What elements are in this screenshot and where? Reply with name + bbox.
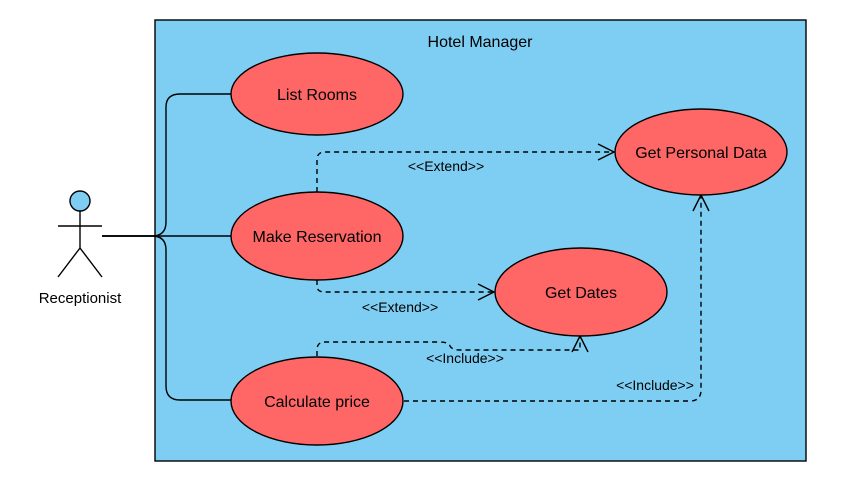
use-case-calculate-price-shape (230, 356, 404, 446)
actor-receptionist[interactable]: Receptionist (39, 190, 122, 307)
label-include-dates: <<Include>> (426, 350, 504, 366)
actor-leg-left (57, 247, 81, 278)
actor-label: Receptionist (39, 290, 122, 307)
include-line-dates (316, 336, 581, 356)
association-list-rooms (102, 93, 233, 237)
actor-leg-right (79, 247, 103, 278)
extend-line-dates (316, 280, 494, 293)
use-case-get-personal-data[interactable]: Get Personal Data (614, 108, 788, 196)
label-extend-personal-data: <<Extend>> (408, 158, 484, 174)
extend-line-personal-data (316, 151, 614, 192)
use-case-get-dates[interactable]: Get Dates (494, 247, 668, 337)
relations: <<Extend>> <<Extend>> <<Include>> <<Incl… (316, 143, 710, 402)
actor-head (69, 190, 91, 212)
use-case-list-rooms[interactable]: List Rooms (230, 52, 404, 136)
arrowhead-dates-extend (477, 283, 496, 301)
use-case-make-reservation-label: Make Reservation (253, 229, 382, 246)
use-case-get-dates-shape (494, 247, 668, 337)
use-case-calculate-price[interactable]: Calculate price (230, 356, 404, 446)
system-title: Hotel Manager (428, 34, 534, 51)
arrowhead-personal-data-extend (597, 143, 616, 161)
use-case-get-personal-data-shape (614, 108, 788, 196)
associations (102, 93, 233, 401)
label-extend-dates: <<Extend>> (362, 299, 438, 315)
association-calculate-price (102, 235, 233, 401)
use-case-make-reservation-shape (230, 191, 404, 281)
use-case-get-personal-data-label: Get Personal Data (635, 145, 767, 162)
use-case-get-dates-label: Get Dates (545, 285, 617, 302)
use-case-list-rooms-label: List Rooms (277, 87, 357, 104)
use-case-make-reservation[interactable]: Make Reservation (230, 191, 404, 281)
use-case-list-rooms-shape (230, 52, 404, 136)
use-case-calculate-price-label: Calculate price (264, 394, 370, 411)
label-include-personal-data: <<Include>> (616, 377, 694, 393)
